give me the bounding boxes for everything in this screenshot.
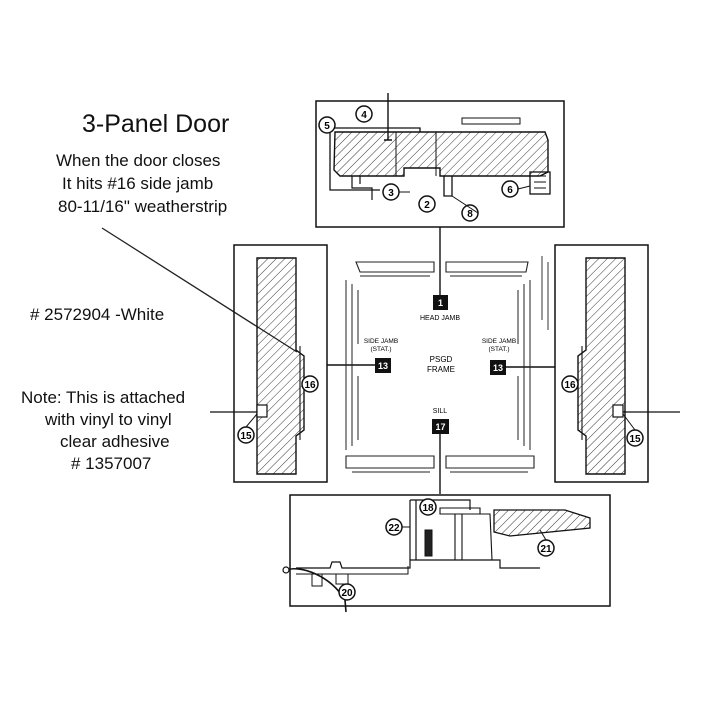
description-line: It hits #16 side jamb [62, 174, 214, 193]
svg-text:22: 22 [388, 523, 400, 534]
side-jamb-right-label: (STAT.) [488, 346, 509, 353]
description-line: 80-11/16" weatherstrip [58, 197, 228, 216]
callout: 22 [385, 518, 403, 536]
svg-text:3: 3 [388, 188, 394, 199]
frame-center-label: PSGD [430, 355, 453, 364]
callout: 4 [355, 105, 373, 123]
diagram-title: 3-Panel Door [82, 110, 230, 138]
sill-detail: 18 22 21 20 [282, 494, 611, 613]
head-jamb-number: 1 [438, 298, 443, 308]
side-jamb-left-number: 13 [378, 361, 388, 371]
side-jamb-left-label: SIDE JAMB [364, 338, 398, 345]
svg-text:20: 20 [341, 588, 353, 599]
callout: 16 [301, 375, 319, 393]
note-line: with vinyl to vinyl [45, 410, 172, 429]
svg-text:16: 16 [304, 380, 316, 391]
svg-text:21: 21 [540, 544, 552, 555]
side-jamb-right-label: SIDE JAMB [482, 338, 516, 345]
callout: 3 [382, 183, 400, 201]
svg-text:6: 6 [507, 185, 513, 196]
head-jamb-label: HEAD JAMB [420, 315, 460, 322]
sill-number: 17 [435, 422, 445, 432]
svg-text:5: 5 [324, 121, 330, 132]
description-line: When the door closes [56, 151, 221, 170]
callout: 18 [419, 498, 437, 516]
left-side-jamb-detail: 16 15 [210, 244, 328, 483]
callout: 2 [418, 195, 436, 213]
svg-text:15: 15 [240, 431, 252, 442]
frame-overview: 1 HEAD JAMB SIDE JAMB (STAT.) 13 SIDE JA… [345, 256, 549, 473]
note-line: # 1357007 [71, 454, 152, 473]
svg-text:18: 18 [422, 503, 434, 514]
head-jamb-detail: 4 5 3 2 8 6 [315, 93, 565, 228]
callout: 15 [237, 426, 255, 444]
note-line: clear adhesive [60, 432, 170, 451]
callout: 8 [461, 204, 479, 222]
frame-center-label: FRAME [427, 365, 455, 374]
callout: 15 [626, 429, 644, 447]
side-jamb-left-label: (STAT.) [370, 346, 391, 353]
callout: 16 [561, 375, 579, 393]
callout: 6 [501, 180, 519, 198]
svg-text:16: 16 [564, 380, 576, 391]
svg-text:2: 2 [424, 200, 430, 211]
callout: 5 [318, 116, 336, 134]
svg-text:15: 15 [629, 434, 641, 445]
svg-text:4: 4 [361, 110, 367, 121]
note-line: Note: This is attached [21, 388, 186, 407]
sill-label: SILL [433, 408, 448, 415]
side-jamb-right-number: 13 [493, 363, 503, 373]
side-jamb-right-badge [490, 360, 506, 375]
part-number: # 2572904 -White [30, 305, 165, 324]
callout: 20 [338, 583, 356, 601]
side-jamb-left-badge [375, 358, 391, 373]
right-side-jamb-detail: 16 15 [554, 244, 680, 483]
sill-badge [432, 419, 449, 434]
callout: 21 [537, 539, 555, 557]
svg-text:8: 8 [467, 209, 473, 220]
head-jamb-badge [433, 295, 448, 310]
